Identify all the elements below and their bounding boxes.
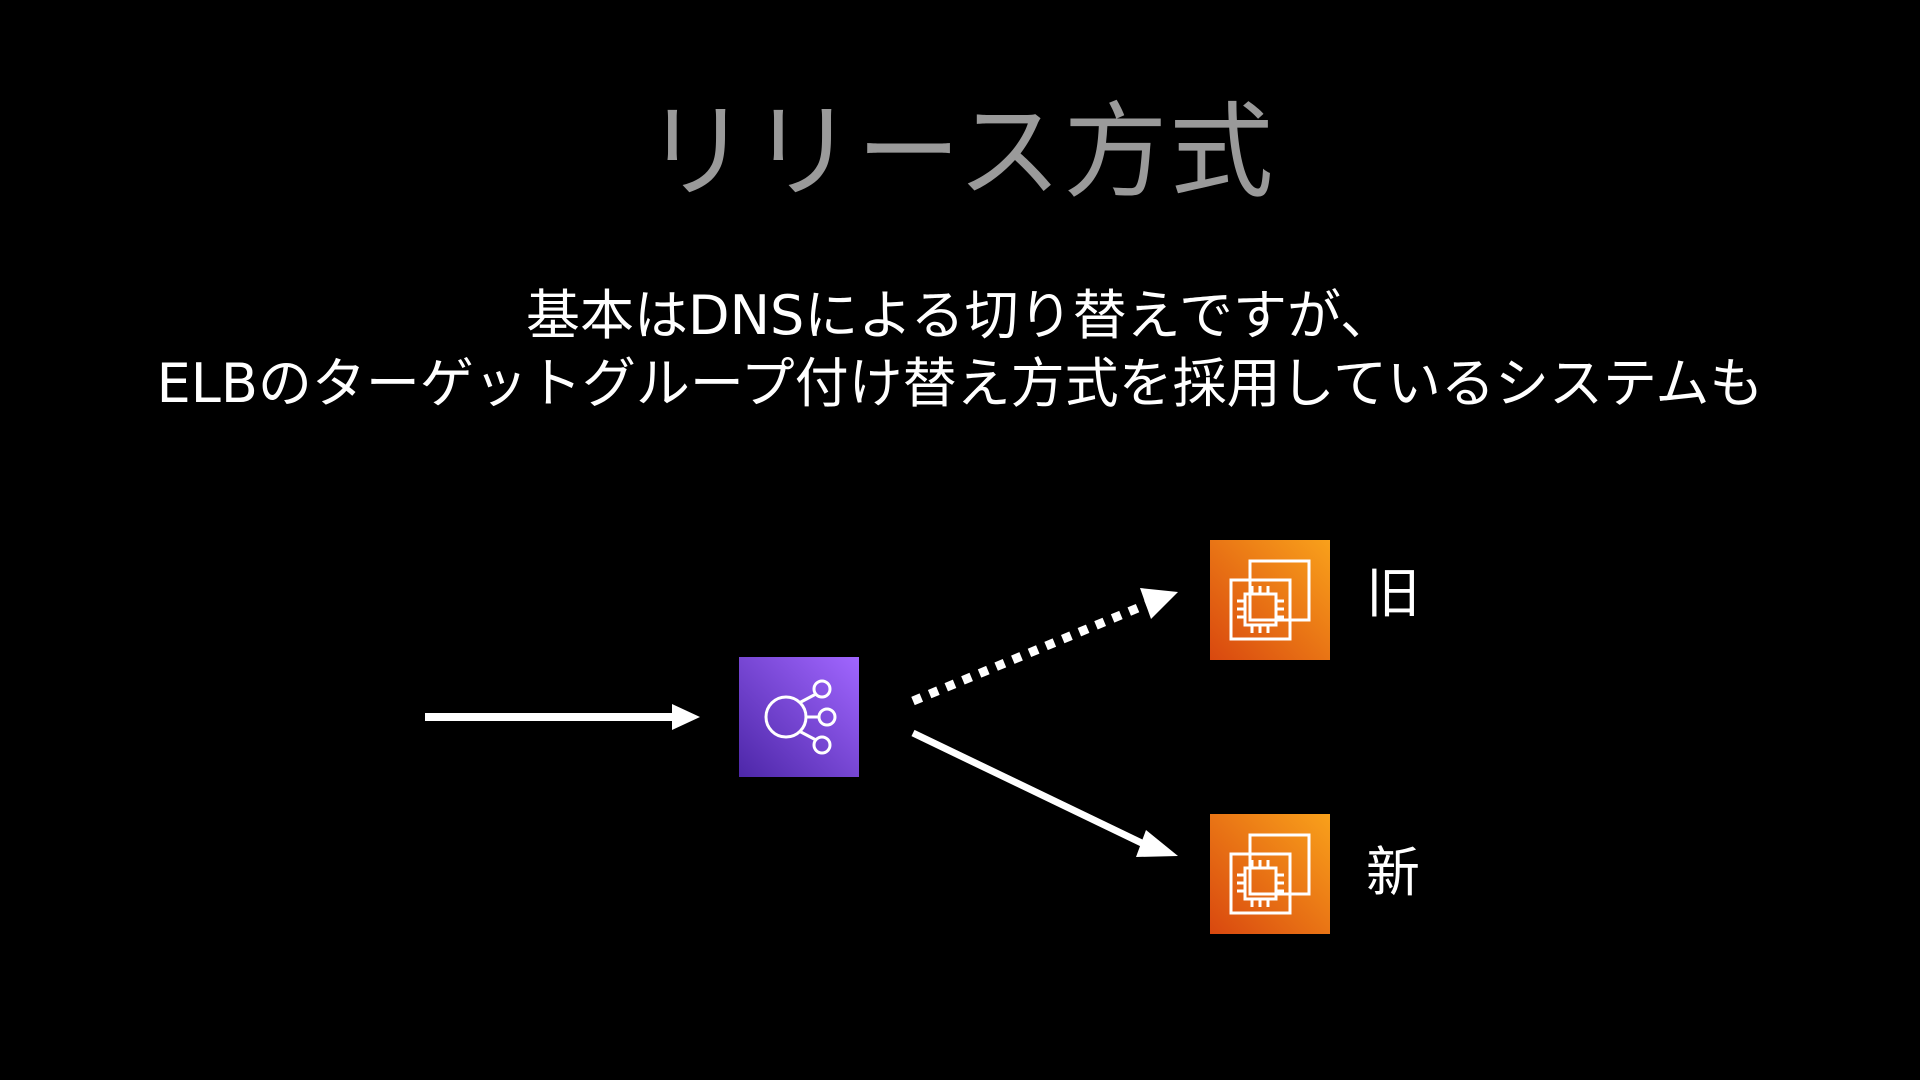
- ec2-instances-icon-new: [1210, 814, 1330, 934]
- subtitle-line-2: ELBのターゲットグループ付け替え方式を採用しているシステムも: [156, 352, 1764, 415]
- incoming-arrow: [425, 704, 700, 730]
- ec2-instances-icon-old: [1210, 540, 1330, 660]
- slide-title: リリース方式: [644, 91, 1276, 213]
- dotted-arrow-to-old: [911, 588, 1178, 706]
- target-label-new: 新: [1366, 841, 1420, 904]
- target-label-old: 旧: [1366, 562, 1420, 625]
- subtitle-line-1: 基本はDNSによる切り替えですが、: [526, 284, 1394, 347]
- solid-arrow-to-new: [911, 729, 1178, 857]
- elastic-load-balancing-icon: [739, 657, 859, 777]
- slide-subtitle: 基本はDNSによる切り替えですが、 ELBのターゲットグループ付け替え方式を採用…: [0, 282, 1920, 418]
